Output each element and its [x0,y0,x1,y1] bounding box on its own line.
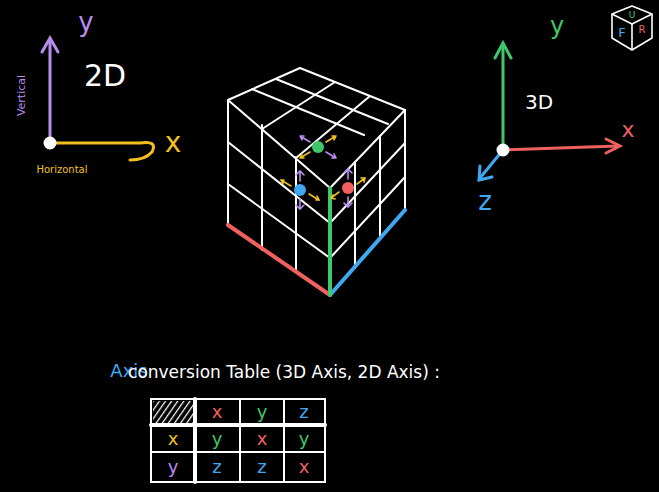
axis-name: y [550,14,564,38]
table-cell: z [257,458,266,476]
axis-caption: Horizontal [36,165,87,175]
face-letter: U [629,11,636,20]
table-cell: y [168,458,179,476]
cube-icon [612,6,652,50]
rotation-arrows [281,136,365,209]
axes-2d [42,38,154,160]
axes-3d [479,43,620,180]
table-cell: y [212,430,223,448]
dimension-title: 3D [525,92,553,112]
table-title: conversion Table (3D Axis, 2D Axis) : [128,364,440,381]
table-cell: z [212,458,221,476]
axis-name: x [621,119,634,141]
table-cell: x [168,430,179,448]
axis-name: z [478,188,492,214]
cube-edge [328,188,332,295]
face-letter: R [639,25,646,35]
table-cell: x [299,458,310,476]
cube-edge [330,210,405,295]
axis-name: x [165,129,182,157]
dimension-title: 2D [84,61,126,91]
table-cell: y [257,403,268,421]
table-cell: y [299,430,310,448]
table-cell: x [257,430,268,448]
axis-name: y [78,9,93,35]
cube-edge [228,225,330,295]
face-letter: F [618,26,625,39]
table-cell: z [299,403,308,421]
axis-caption: Vertical [17,74,28,115]
table-cell: x [212,403,223,421]
table-grid [151,399,325,482]
